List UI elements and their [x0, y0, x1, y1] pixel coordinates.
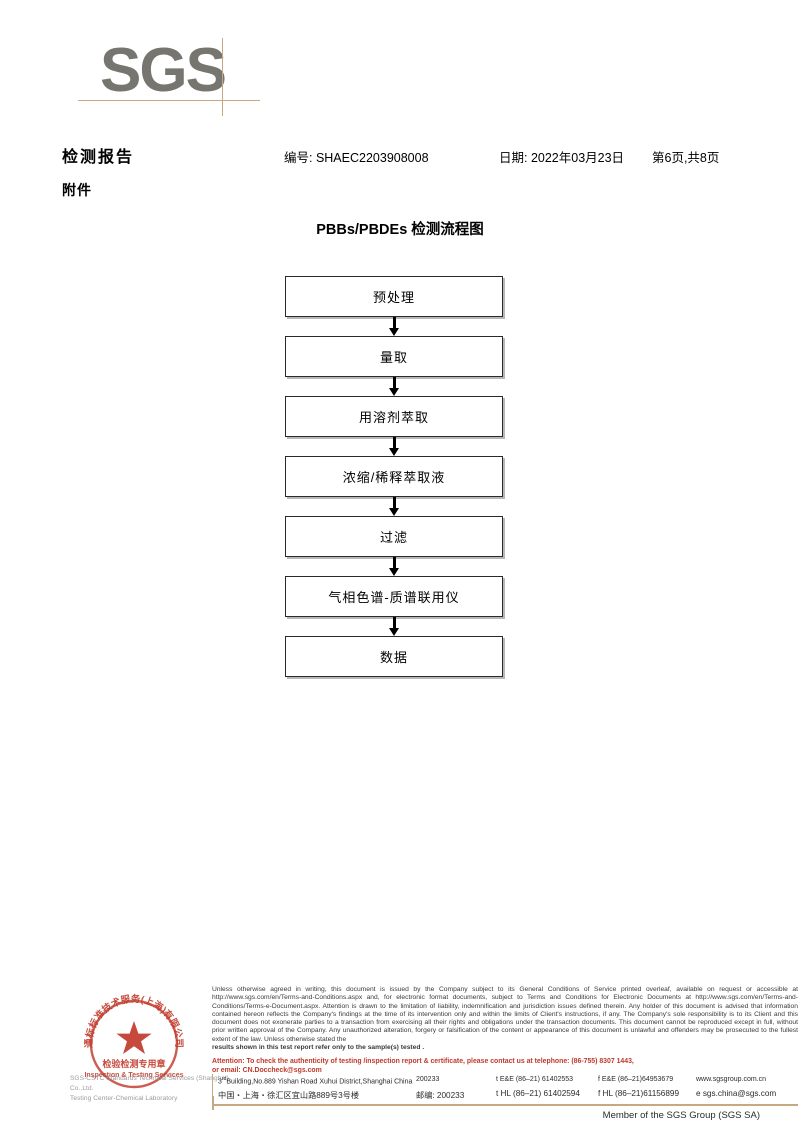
page-title: 检测报告 — [62, 149, 135, 166]
address-en: 3rdBuilding,No.889 Yishan Road Xuhui Dis… — [218, 1076, 413, 1086]
flow-step-6: 气相色谱-质谱联用仪 — [285, 576, 503, 617]
address-row-cn: 中国・上海・徐汇区宜山路889号3号楼 邮编: 200233 t HL (86–… — [218, 1089, 798, 1102]
arrow-head-icon — [389, 508, 399, 516]
flowchart-title: PBBs/PBDEs 检测流程图 — [316, 222, 484, 238]
fax-ee: f E&E (86–21)64953679 — [598, 1076, 674, 1083]
flow-step-label: 用溶剂萃取 — [285, 396, 503, 437]
telephone-ee: t E&E (86–21) 61402553 — [496, 1076, 574, 1083]
attachment-label: 附件 — [62, 182, 92, 198]
flowchart: 预处理 量取 用溶剂萃取 浓缩/稀释萃取液 过滤 气相色谱-质谱联用仪 数据 — [285, 276, 503, 677]
legal-paragraph-results: results shown in this test report refer … — [212, 1044, 425, 1052]
arrow-head-icon — [389, 628, 399, 636]
flow-arrow-1 — [285, 317, 503, 336]
legal-paragraph-main: Unless otherwise agreed in writing, this… — [212, 986, 798, 1043]
website-link[interactable]: www.sgsgroup.com.cn — [696, 1076, 767, 1083]
legal-terms: Unless otherwise agreed in writing, this… — [212, 986, 798, 1052]
arrow-head-icon — [389, 388, 399, 396]
address-divider — [212, 1074, 213, 1104]
stamp-svg: 通标标准技术服务(上海)有限公司 检验检测专用章 Inspection & Te… — [83, 993, 184, 1089]
arrow-shaft — [392, 377, 396, 390]
zip-en: 200233 — [416, 1076, 440, 1083]
arrow-head-icon — [389, 328, 399, 336]
flow-step-5: 过滤 — [285, 516, 503, 557]
attention-notice: Attention: To check the authenticity of … — [212, 1057, 798, 1075]
fax-hl: f HL (86–21)61156899 — [598, 1089, 680, 1098]
flow-arrow-5 — [285, 557, 503, 576]
footer-accent-tick — [212, 1096, 214, 1110]
logo-horizontal-rule — [78, 100, 260, 101]
flow-step-label: 气相色谱-质谱联用仪 — [285, 576, 503, 617]
sgs-logo: SGS — [78, 36, 280, 118]
flow-arrow-6 — [285, 617, 503, 636]
address-cn: 中国・上海・徐汇区宜山路889号3号楼 — [218, 1091, 360, 1100]
flow-step-label: 过滤 — [285, 516, 503, 557]
flow-step-7: 数据 — [285, 636, 503, 677]
arrow-shaft — [392, 497, 396, 510]
document-header: 检测报告 编号: SHAEC2203908008 日期: 2022年03月23日… — [62, 143, 752, 167]
arrow-shaft — [392, 317, 396, 330]
inspection-stamp: 通标标准技术服务(上海)有限公司 检验检测专用章 Inspection & Te… — [78, 988, 190, 1100]
page-indicator: 第6页,共8页 — [652, 151, 720, 165]
flow-step-4: 浓缩/稀释萃取液 — [285, 456, 503, 497]
attention-line-2: or email: CN.Doccheck@sgs.com — [212, 1067, 322, 1074]
flow-arrow-2 — [285, 377, 503, 396]
flow-step-2: 量取 — [285, 336, 503, 377]
star-icon — [116, 1021, 152, 1054]
flow-step-label: 预处理 — [285, 276, 503, 317]
stamp-caption-line2: Testing Center-Chemical Laboratory — [70, 1095, 178, 1102]
flow-step-label: 量取 — [285, 336, 503, 377]
footer-accent-rule — [212, 1104, 798, 1106]
attention-line-1: Attention: To check the authenticity of … — [212, 1058, 634, 1065]
footer-address-block: 3rdBuilding,No.889 Yishan Road Xuhui Dis… — [212, 1074, 798, 1104]
arrow-shaft — [392, 557, 396, 570]
logo-vertical-rule — [222, 38, 223, 116]
report-number: 编号: SHAEC2203908008 — [284, 151, 429, 165]
flow-step-1: 预处理 — [285, 276, 503, 317]
stamp-caption-line1: SGS-CSTC Standards Technical Services (S… — [70, 1075, 229, 1092]
flow-step-3: 用溶剂萃取 — [285, 396, 503, 437]
zip-cn: 邮编: 200233 — [416, 1091, 465, 1100]
stamp-caption: SGS-CSTC Standards Technical Services (S… — [70, 1074, 240, 1104]
arrow-shaft — [392, 437, 396, 450]
svg-text:Inspection & Testing Services: Inspection & Testing Services — [84, 1072, 183, 1079]
flow-step-label: 浓缩/稀释萃取液 — [285, 456, 503, 497]
arrow-head-icon — [389, 568, 399, 576]
flow-step-label: 数据 — [285, 636, 503, 677]
arrow-head-icon — [389, 448, 399, 456]
report-date: 日期: 2022年03月23日 — [499, 151, 625, 165]
telephone-hl: t HL (86–21) 61402594 — [496, 1089, 580, 1098]
sgs-logo-text: SGS — [100, 36, 227, 105]
email-link[interactable]: e sgs.china@sgs.com — [696, 1089, 777, 1098]
member-note: Member of the SGS Group (SGS SA) — [602, 1110, 760, 1121]
flow-arrow-3 — [285, 437, 503, 456]
svg-text:检验检测专用章: 检验检测专用章 — [102, 1058, 165, 1069]
flow-arrow-4 — [285, 497, 503, 516]
address-row-en: 3rdBuilding,No.889 Yishan Road Xuhui Dis… — [218, 1076, 798, 1089]
arrow-shaft — [392, 617, 396, 630]
